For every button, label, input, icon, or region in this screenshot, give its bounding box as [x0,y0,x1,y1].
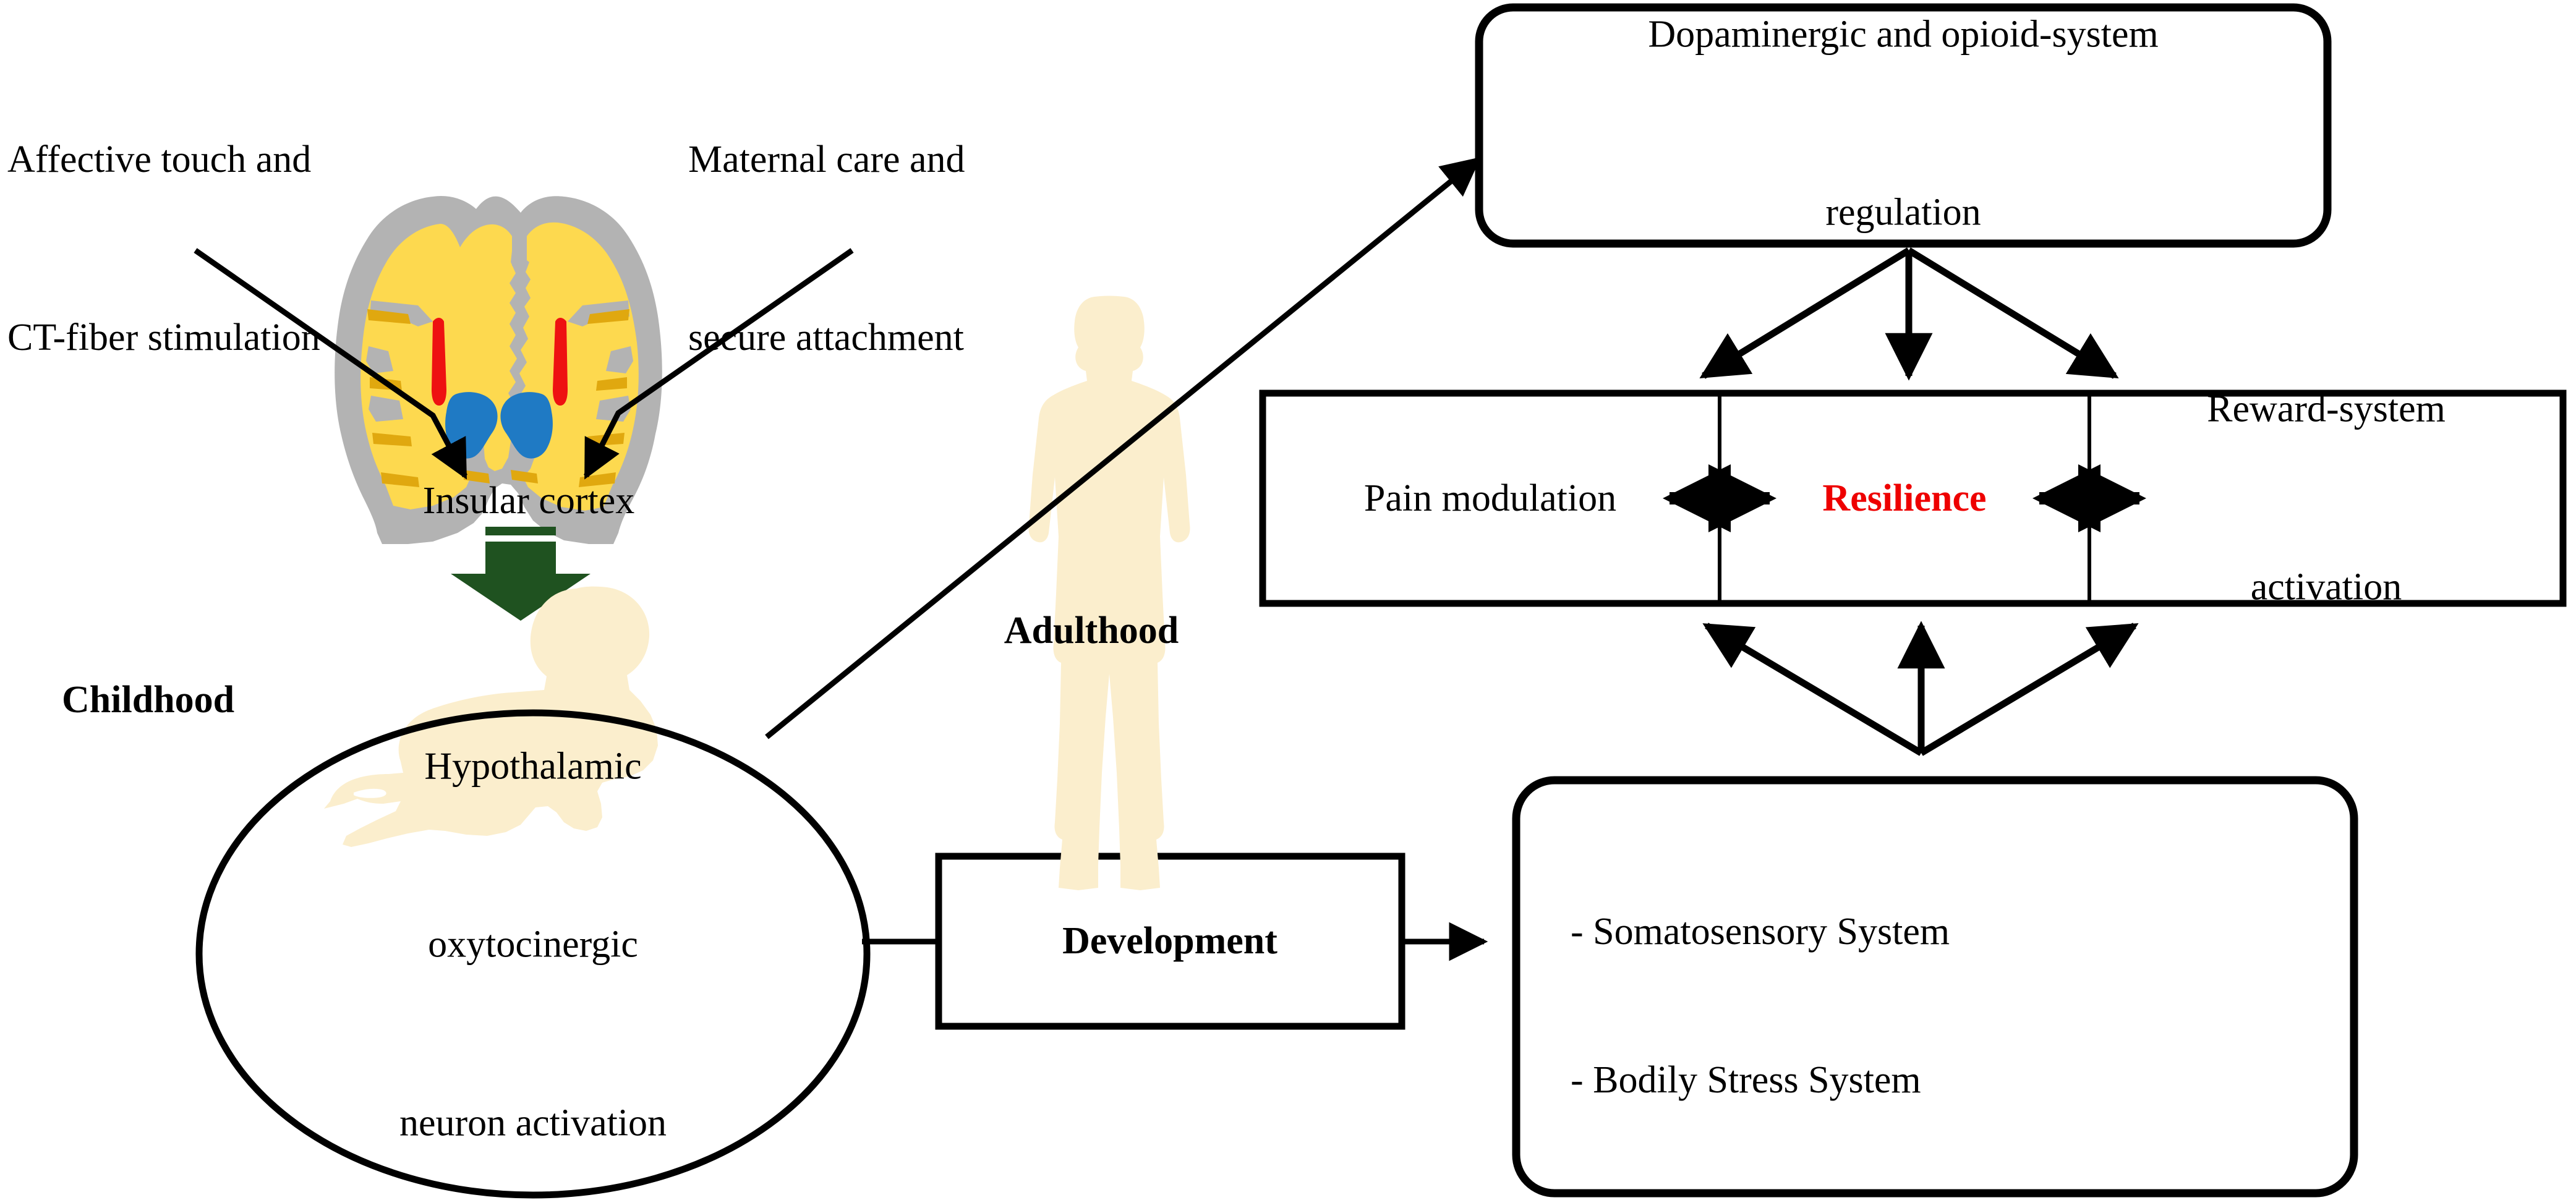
stage-label-childhood: Childhood [62,679,235,721]
annotation-left-line2: CT-fiber stimulation [7,317,320,359]
fan-arrows-up [1702,621,2139,756]
hypothalamic-ellipse [195,709,871,1199]
arrow-childhood-to-adulthood [765,157,1481,739]
hypothalamic-node-text: Hypothalamic oxytocinergic neuron activa… [298,618,768,1200]
top-box-line1: Dopaminergic and opioid-system [1648,13,2159,56]
annotation-right-line1: Maternal care and [688,138,965,181]
resilience-cell-resilience: Resilience [1744,350,2065,647]
top-box-outline [1475,3,2332,248]
resilience-cell-reward-system: Reward-system activation [2110,261,2543,736]
hypothalamic-line3: neuron activation [399,1102,667,1144]
annotation-right-line2: secure attachment [688,317,964,359]
standing-adult-silhouette-icon [1028,296,1190,890]
annotation-left: Affective touch and CT-fiber stimulation [7,11,320,487]
annotation-left-line1: Affective touch and [7,138,312,181]
stage-label-adulthood: Adulthood [1004,609,1179,652]
cell-reward-line1: Reward-system [2207,388,2446,430]
green-down-arrow-icon [451,527,591,621]
top-box-line2: regulation [1825,192,1981,234]
annotation-right: Maternal care and secure attachment [688,11,965,487]
fan-arrows-down [1699,247,2119,381]
cell-pain-line1: Pain modulation [1363,477,1617,519]
development-label: Development [1062,919,1277,962]
resilience-cell-pain-modulation: Pain modulation [1292,350,1688,647]
systems-list-item-1: - Somatosensory System [1571,911,1950,953]
insular-cortex-label: Insular cortex [422,479,635,522]
cell-resilience-line1: Resilience [1822,477,1987,519]
development-box-outline [935,853,1405,1030]
leader-line-right [583,248,854,480]
brain-coronal-section-icon [335,195,662,544]
systems-box-list: - Somatosensory System - Bodily Stress S… [1571,836,2025,1200]
resilience-row-outline [1259,389,2567,607]
systems-list-item-2: - Bodily Stress System [1571,1059,1921,1101]
cell-reward-line2: activation [2250,566,2402,609]
leader-line-left [194,248,467,480]
top-box-text: Dopaminergic and opioid-system regulatio… [1495,0,2311,361]
systems-box-outline [1512,776,2358,1198]
hypothalamic-line2: oxytocinergic [428,923,638,966]
hypothalamic-line1: Hypothalamic [424,745,642,788]
